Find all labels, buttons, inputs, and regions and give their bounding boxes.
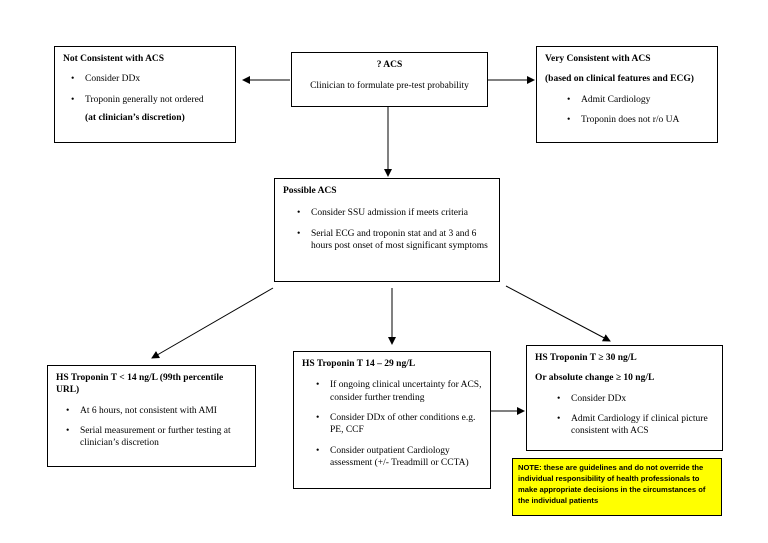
arrow-to-low-troponin (151, 287, 274, 359)
high-troponin-box: HS Troponin T ≥ 30 ng/L Or absolute chan… (526, 345, 723, 451)
very-consistent-title: Very Consistent with ACS (545, 54, 651, 64)
mid-troponin-list: If ongoing clinical uncertainty for ACS,… (302, 379, 482, 469)
list-item: Troponin does not r/o UA (567, 114, 709, 127)
not-consistent-title: Not Consistent with ACS (63, 54, 165, 64)
list-item: Consider DDx (71, 73, 227, 86)
list-item: Consider DDx (557, 393, 714, 406)
acs-question-text: Clinician to formulate pre-test probabil… (310, 81, 469, 92)
not-consistent-footnote: (at clinician’s discretion) (85, 113, 185, 124)
list-item: Troponin generally not ordered (71, 94, 227, 107)
list-item: If ongoing clinical uncertainty for ACS,… (316, 379, 482, 404)
possible-acs-box: Possible ACS Consider SSU admission if m… (274, 178, 500, 282)
possible-acs-title: Possible ACS (283, 186, 337, 196)
list-item: At 6 hours, not consistent with AMI (66, 405, 247, 418)
arrow-to-high-troponin (505, 285, 611, 342)
acs-question-box: ? ACS Clinician to formulate pre-test pr… (291, 52, 488, 107)
list-item: Consider outpatient Cardiology assessmen… (316, 445, 482, 470)
list-item: Admit Cardiology if clinical picture con… (557, 413, 714, 438)
low-troponin-list: At 6 hours, not consistent with AMI Seri… (56, 405, 247, 450)
very-consistent-box: Very Consistent with ACS (based on clini… (536, 46, 718, 143)
possible-acs-list: Consider SSU admission if meets criteria… (283, 207, 491, 252)
high-troponin-title: HS Troponin T ≥ 30 ng/L (535, 353, 637, 363)
list-item: Serial measurement or further testing at… (66, 425, 247, 450)
list-item: Serial ECG and troponin stat and at 3 an… (297, 228, 491, 253)
low-troponin-box: HS Troponin T < 14 ng/L (99th percentile… (47, 365, 256, 467)
high-troponin-list: Consider DDx Admit Cardiology if clinica… (535, 393, 714, 438)
list-item: Consider DDx of other conditions e.g. PE… (316, 412, 482, 437)
very-consistent-list: Admit Cardiology Troponin does not r/o U… (545, 94, 709, 127)
very-consistent-subtitle: (based on clinical features and ECG) (545, 74, 694, 85)
not-consistent-box: Not Consistent with ACS Consider DDx Tro… (54, 46, 236, 143)
mid-troponin-box: HS Troponin T 14 – 29 ng/L If ongoing cl… (293, 351, 491, 489)
mid-troponin-title: HS Troponin T 14 – 29 ng/L (302, 359, 416, 369)
list-item: Admit Cardiology (567, 94, 709, 107)
low-troponin-title: HS Troponin T < 14 ng/L (99th percentile… (56, 373, 224, 396)
high-troponin-subtitle: Or absolute change ≥ 10 ng/L (535, 373, 655, 384)
not-consistent-list: Consider DDx Troponin generally not orde… (63, 73, 227, 106)
acs-question-title: ? ACS (376, 60, 403, 70)
disclaimer-note: NOTE: these are guidelines and do not ov… (512, 458, 722, 516)
list-item: Consider SSU admission if meets criteria (297, 207, 491, 220)
